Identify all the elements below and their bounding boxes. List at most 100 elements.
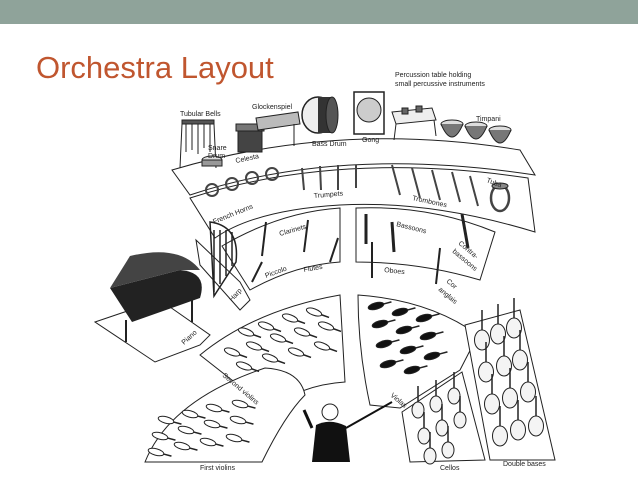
label-cellos: Cellos	[440, 465, 460, 472]
label-percussion-table-1: Percussion table holding	[395, 72, 471, 79]
woodwinds-left-section	[221, 207, 341, 291]
flutes-icon	[251, 237, 339, 283]
contrabassoon-icon	[460, 213, 470, 249]
violin-icon	[317, 321, 342, 333]
violin-icon	[173, 441, 198, 451]
double-basses-group	[474, 298, 544, 447]
violins-group	[147, 301, 448, 457]
tuba-icon	[489, 182, 511, 213]
glockenspiel-icon	[255, 111, 301, 150]
label-bass-drum: Bass Drum	[312, 141, 347, 148]
label-percussion-table-2: small percussive instruments	[395, 81, 485, 88]
bassoons-icon	[364, 214, 396, 253]
violin-icon	[293, 327, 318, 339]
label-gong: Gong	[362, 137, 379, 144]
double-bass-icon	[506, 298, 522, 339]
violin-icon	[177, 425, 202, 435]
cello-icon	[447, 372, 461, 405]
label-double-bases: Double bases	[503, 461, 546, 468]
brass-section	[189, 167, 536, 239]
label-snare-1: Snare	[208, 145, 227, 152]
violin-icon	[371, 319, 396, 329]
slide-title: Orchestra Layout	[36, 50, 274, 85]
cello-icon	[441, 426, 455, 459]
violin-icon	[223, 347, 248, 359]
percussion-table-icon	[391, 105, 437, 141]
violin-icon	[269, 333, 294, 345]
conductor-icon	[302, 401, 393, 462]
cello-icon	[417, 412, 431, 445]
harp-icon	[209, 221, 238, 299]
double-bass-icon	[492, 406, 508, 447]
trombones-icon	[391, 164, 479, 207]
violin-icon	[403, 365, 428, 375]
label-snare-2: Drum	[208, 153, 225, 160]
violin-icon	[231, 399, 256, 409]
violin-icon	[423, 351, 448, 361]
violin-icon	[245, 341, 270, 353]
violin-icon	[151, 431, 176, 441]
label-oboes: Oboes	[384, 267, 406, 276]
double-bass-icon	[528, 396, 544, 437]
violin-icon	[391, 307, 416, 317]
label-timpani: Timpani	[476, 116, 501, 123]
harp-section	[195, 238, 251, 311]
violin-icon	[199, 437, 224, 447]
violin-icon	[379, 359, 404, 369]
cello-icon	[411, 386, 425, 419]
violin-icon	[287, 347, 312, 359]
violin-icon	[375, 339, 400, 349]
double-bass-icon	[510, 400, 526, 441]
label-cor-anglais-1: Cor	[445, 278, 459, 291]
double-bass-icon	[478, 342, 494, 383]
violin-icon	[367, 301, 392, 311]
violin-icon	[313, 341, 338, 353]
label-first-violins: First violins	[200, 465, 236, 472]
label-flutes: Flutes	[303, 264, 323, 274]
double-bass-icon	[520, 362, 536, 403]
violin-icon	[205, 403, 230, 413]
violin-icon	[147, 447, 172, 457]
violin-icon	[261, 353, 286, 365]
violin-icon	[419, 331, 444, 341]
label-tuba: Tuba	[485, 177, 502, 189]
label-tubular-bells: Tubular Bells	[180, 111, 221, 118]
gong-icon	[353, 91, 385, 135]
clarinets-icon	[261, 219, 309, 257]
label-celesta: Celesta	[235, 153, 260, 165]
violin-icon	[399, 345, 424, 355]
label-glockenspiel: Glockenspiel	[252, 104, 293, 111]
double-bass-icon	[496, 336, 512, 377]
french-horns-icon	[205, 167, 279, 197]
piano-icon	[110, 252, 202, 342]
violin-icon	[225, 433, 250, 443]
label-cor-anglais-2: anglais	[437, 286, 459, 306]
double-bass-icon	[484, 374, 500, 415]
violin-icon	[157, 415, 182, 425]
first-violins-section	[144, 367, 306, 463]
double-bass-icon	[490, 304, 506, 345]
violin-icon	[229, 415, 254, 425]
violin-icon	[181, 409, 206, 419]
violin-icon	[415, 313, 440, 323]
top-accent-bar	[0, 0, 638, 24]
violin-icon	[203, 419, 228, 429]
cellos-group	[411, 372, 467, 465]
cello-icon	[423, 432, 437, 465]
cello-icon	[435, 404, 449, 437]
violin-icon	[257, 321, 282, 333]
violin-icon	[395, 325, 420, 335]
label-trumpets: Trumpets	[314, 190, 344, 200]
violin-icon	[235, 361, 260, 373]
violin-icon	[237, 327, 262, 339]
violin-icon	[281, 313, 306, 325]
trumpets-icon	[301, 165, 357, 191]
violin-icon	[305, 307, 330, 319]
double-bass-icon	[502, 368, 518, 409]
double-bass-icon	[512, 330, 528, 371]
timpani-icon	[440, 119, 512, 144]
cello-icon	[453, 396, 467, 429]
snare-drum-icon	[201, 155, 223, 167]
bass-drum-icon	[301, 96, 339, 134]
